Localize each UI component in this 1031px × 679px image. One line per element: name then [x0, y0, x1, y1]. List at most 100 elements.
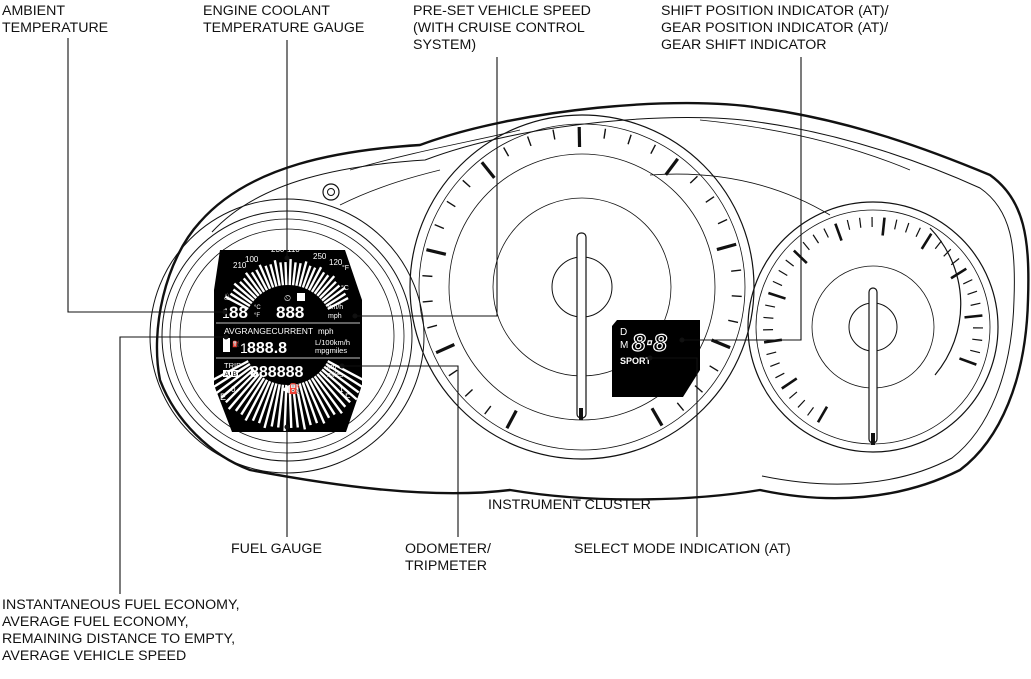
gear-sport-label: SPORT [620, 356, 652, 366]
gauge-tick [676, 402, 685, 412]
lcd-bar [276, 384, 285, 428]
gauge-tick [705, 196, 715, 203]
select-mode-label: SELECT MODE INDICATION (AT) [574, 541, 791, 557]
gauge-tick [778, 269, 788, 277]
gauge-tick [434, 223, 445, 230]
ambient-leader [67, 38, 225, 313]
gauge-tick [552, 129, 556, 140]
lcd-bar [279, 262, 285, 286]
lcd-bar [288, 259, 292, 286]
odometer-leader [342, 365, 459, 537]
lcd-bar [232, 288, 253, 305]
gauge-tick [788, 391, 798, 399]
trip-b: B [233, 371, 237, 378]
lcd-bar [316, 373, 347, 408]
lcd-bar [220, 368, 255, 399]
lcd-bar [242, 277, 260, 297]
fuel-zero: 0 [231, 385, 236, 394]
lcd-texts: 210 100 230 110 250 120 °F °C ♨ ⏲ 1 88 °… [216, 245, 360, 402]
fuel-gauge-bars [209, 360, 369, 431]
gauge-tick [435, 343, 456, 355]
lcd-bar [295, 383, 307, 430]
coolant-gauge-bars [224, 259, 349, 310]
gauge-tick [967, 290, 978, 296]
coolant-icon: ♨ [223, 292, 232, 303]
mode-unit: mph [318, 327, 334, 336]
lcd-bar [240, 377, 266, 416]
fuel-e: E [220, 392, 226, 402]
temp-tick-210: 210 [233, 261, 247, 270]
gauge-tick [765, 304, 776, 308]
lcd-bar [263, 383, 278, 429]
gauge-tick [650, 407, 664, 427]
lcd-bar [227, 373, 260, 410]
gauge-tick [710, 338, 731, 350]
gauge-tick [904, 222, 910, 233]
gauge-tick [802, 241, 810, 251]
lcd-bar [298, 261, 308, 287]
gauge-tick [462, 179, 471, 188]
gauge-tick [781, 377, 798, 390]
lcd-bar [318, 280, 337, 299]
gauge-tick [731, 295, 742, 298]
lcd-bar [284, 262, 288, 286]
economy-digits: 888.8 [247, 340, 287, 357]
gauge-tick [834, 223, 843, 241]
speed-unit-mph: mph [328, 313, 342, 320]
temp-tick-120: 120 [329, 258, 343, 267]
cruise-set-icon [297, 293, 305, 301]
fuel-economy-leader [119, 336, 226, 594]
lcd-bar [304, 267, 317, 290]
lcd-bar [288, 384, 293, 428]
lcd-bar [327, 360, 369, 384]
lcd-bar [325, 363, 364, 389]
gauge-tick [959, 357, 977, 366]
gauge-tick [448, 369, 458, 377]
cluster-housing [155, 101, 1030, 501]
gauge-tick [505, 409, 518, 430]
fuel-f: F [345, 392, 351, 402]
lcd-bar [316, 275, 336, 297]
lcd-bar [283, 384, 288, 431]
gauge-tick [972, 338, 983, 342]
ambient-unit-c: °C [254, 305, 261, 311]
gauge-tick [480, 161, 496, 179]
lcd-bar [257, 382, 275, 424]
gauge-tick [603, 128, 607, 139]
gauge-tick [503, 147, 510, 157]
speedometer-needle [576, 232, 587, 419]
fuel-sub-icon: ⛽ [232, 340, 240, 348]
ambient-unit-f: °F [254, 313, 260, 319]
gauge-tick [427, 324, 438, 329]
gauge-tick [770, 362, 780, 367]
lcd-bar [229, 292, 251, 307]
gauge-tick [766, 351, 777, 356]
odometer-unit-km: km [327, 364, 337, 371]
gear-d-label: D [620, 327, 627, 338]
gauge-tick [716, 242, 737, 252]
lcd-bar [234, 375, 263, 412]
gauge-tick [694, 385, 703, 393]
gauge-tick [526, 136, 532, 147]
gauge-tick [970, 302, 981, 306]
lcd-bar [313, 375, 343, 415]
odometer-label: ODOMETER/TRIPMETER [405, 541, 491, 574]
gauge-tick [650, 144, 657, 155]
gauge-tick [807, 407, 815, 416]
lcd-bar [239, 280, 258, 299]
lcd-bar [307, 266, 323, 291]
fuel-pump-icon: ◀⛽ [281, 382, 301, 395]
gauge-tick [812, 234, 820, 244]
odometer-digits: 888888 [250, 364, 303, 381]
odometer-unit-miles: miles [327, 372, 344, 379]
gauge-tick [464, 389, 473, 397]
gear-digits: 8·8 [632, 330, 667, 357]
gauge-tick [422, 300, 433, 303]
speed-digits: 888 [276, 303, 304, 322]
lcd-bar [301, 382, 319, 424]
lcd-bar [291, 262, 297, 286]
gear-m-label: M [620, 340, 628, 351]
leader-lines [67, 38, 802, 594]
